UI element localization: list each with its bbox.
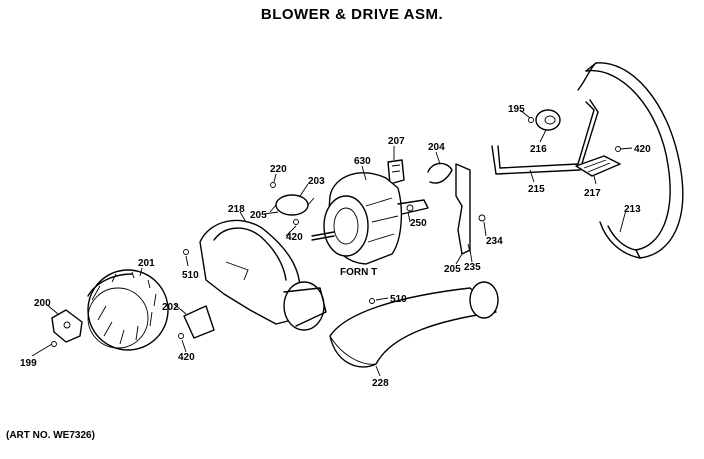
blower-bracket-200: [51, 309, 83, 347]
callout-204: 204: [428, 142, 445, 153]
motor-bracket-205: [427, 162, 486, 255]
idler-arm-215: [491, 99, 599, 175]
leader-lines: [31, 109, 633, 377]
callout-630: 630: [354, 156, 371, 167]
callout-510-right: 510: [390, 294, 407, 305]
diagram-title: BLOWER & DRIVE ASM.: [260, 6, 444, 23]
callout-203: 203: [308, 176, 325, 187]
motor-clamp-203: [269, 182, 315, 225]
callout-217: 217: [584, 188, 601, 199]
blower-wheel-201: [87, 269, 169, 351]
art-number: (ART NO. WE7326): [6, 430, 95, 441]
callout-220: 220: [270, 164, 287, 175]
callout-195: 195: [508, 104, 525, 115]
drum-belt: [577, 62, 684, 259]
callout-202: 202: [162, 302, 179, 313]
exhaust-duct-228: [329, 281, 499, 368]
callout-510-left: 510: [182, 270, 199, 281]
callout-205-mid: 205: [250, 210, 267, 221]
callout-213: 213: [624, 204, 641, 215]
callout-200: 200: [34, 298, 51, 309]
callout-215: 215: [528, 184, 545, 195]
callout-205-right: 205: [444, 264, 461, 275]
blower-housing-218: [199, 219, 327, 331]
callout-234: 234: [486, 236, 503, 247]
callout-199: 199: [20, 358, 37, 369]
callout-420-bottom: 420: [178, 352, 195, 363]
callout-420-mid: 420: [286, 232, 303, 243]
callout-235: 235: [464, 262, 481, 273]
callout-250: 250: [410, 218, 427, 229]
callout-420-top: 420: [634, 144, 651, 155]
motor-marking: FORN T: [340, 267, 377, 278]
callout-228: 228: [372, 378, 389, 389]
callout-labels: 195 216 420 217 215 213 207 204 630 220 …: [20, 104, 651, 389]
callout-216: 216: [530, 144, 547, 155]
switch-207: [387, 159, 405, 185]
callout-218: 218: [228, 204, 245, 215]
drive-motor-630: FORN T: [311, 172, 429, 278]
callout-201: 201: [138, 258, 155, 269]
idler-pulley-216: [528, 109, 561, 131]
bracket-202: [178, 249, 215, 339]
callout-207: 207: [388, 136, 405, 147]
